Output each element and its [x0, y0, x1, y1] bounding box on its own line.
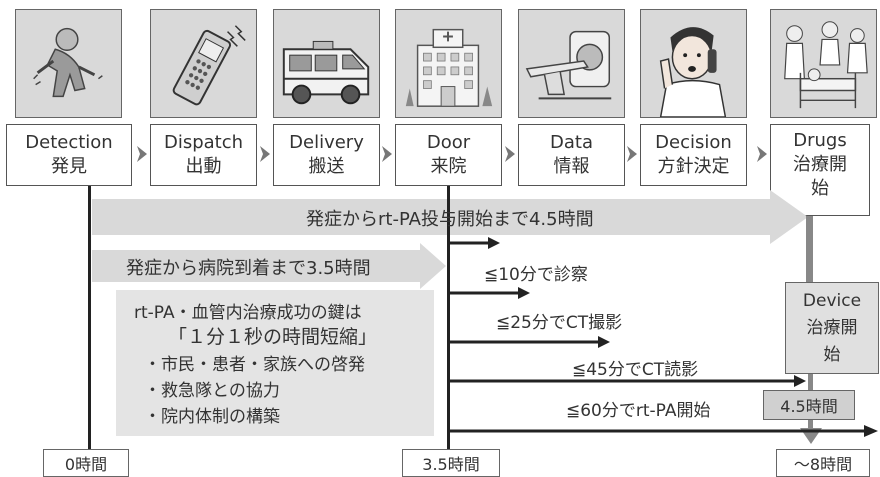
- goal-rtpa-start: ≦60分でrt-PA開始: [566, 401, 711, 421]
- step-dispatch-ja: 出動: [185, 156, 222, 177]
- chevron-right-icon: [505, 146, 515, 162]
- step-dispatch-box: Dispatch 出動: [150, 124, 257, 186]
- step-drugs-en: Drugs: [793, 130, 847, 151]
- key-message-box: rt-PA・血管内治療成功の鍵は 「１分１秒の時間短縮」 ・市民・患者・家族への…: [116, 290, 434, 436]
- step-dispatch-en: Dispatch: [163, 132, 244, 153]
- drugs-connector: [806, 216, 813, 282]
- step-detection-en: Detection: [25, 132, 113, 153]
- step-decision-box: Decision 方針決定: [640, 124, 747, 186]
- goal-ct-read: ≦45分でCT読影: [572, 360, 699, 380]
- device-en: Device: [802, 290, 862, 311]
- chevron-right-icon: [382, 146, 392, 162]
- step-delivery-ja: 搬送: [308, 156, 345, 177]
- device-treatment-box: Device 治療開 始: [785, 282, 879, 374]
- key-bullet-hospital: ・院内体制の構築: [144, 407, 280, 427]
- step-data-box: Data 情報: [518, 124, 625, 186]
- step-door-en: Door: [426, 132, 471, 153]
- time-zero-line: [88, 186, 91, 452]
- step-decision-ja: 方針決定: [657, 156, 730, 177]
- device-ja-line1: 治療開: [806, 317, 858, 338]
- mobile-phone-icon: [150, 9, 257, 118]
- time-8h-label: 〜8時間: [776, 449, 870, 477]
- step-drugs-ja-line2: 始: [811, 178, 829, 199]
- step-delivery-en: Delivery: [289, 132, 364, 153]
- band-total-label: 発症からrt-PA投与開始まで4.5時間: [306, 209, 594, 230]
- time-4p5h-label: 4.5時間: [763, 390, 855, 420]
- step-drugs-box: Drugs 治療開 始: [770, 124, 870, 216]
- chevron-right-icon: [137, 146, 147, 162]
- step-detection-box: Detection 発見: [6, 124, 132, 186]
- key-line1: rt-PA・血管内治療成功の鍵は: [134, 303, 362, 323]
- band-to-hospital-label: 発症から病院到着まで3.5時間: [126, 258, 371, 279]
- step-door-box: Door 来院: [395, 124, 502, 186]
- step-data-en: Data: [550, 132, 593, 153]
- step-decision-en: Decision: [655, 132, 732, 153]
- doctor-on-phone-icon: [640, 9, 747, 118]
- key-bullet-ems: ・救急隊との協力: [144, 381, 280, 401]
- hospital-icon: [395, 9, 502, 118]
- time-3p5h-label: 3.5時間: [402, 449, 500, 477]
- key-line2: 「１分１秒の時間短縮」: [168, 326, 378, 348]
- key-bullet-public: ・市民・患者・家族への啓発: [144, 355, 365, 375]
- goal-exam: ≦10分で診察: [484, 265, 588, 285]
- goal-ct-scan: ≦25分でCT撮影: [496, 313, 623, 333]
- device-ja-line2: 始: [823, 344, 841, 365]
- step-door-ja: 来院: [430, 156, 467, 177]
- ct-scanner-icon: [518, 9, 625, 118]
- collapsing-person-icon: [15, 9, 122, 118]
- time-3p5h-line: [447, 186, 450, 452]
- step-data-ja: 情報: [553, 156, 590, 177]
- step-drugs-ja-line1: 治療開: [793, 154, 847, 175]
- hospital-bed-icon: [770, 9, 877, 118]
- chevron-right-icon: [260, 146, 270, 162]
- step-detection-ja: 発見: [51, 156, 87, 177]
- step-delivery-box: Delivery 搬送: [273, 124, 380, 186]
- time-zero-label: 0時間: [43, 449, 129, 477]
- ambulance-icon: [273, 9, 380, 118]
- device-down-arrowhead: [800, 428, 822, 444]
- chevron-right-icon: [757, 146, 767, 162]
- chevron-right-icon: [627, 146, 637, 162]
